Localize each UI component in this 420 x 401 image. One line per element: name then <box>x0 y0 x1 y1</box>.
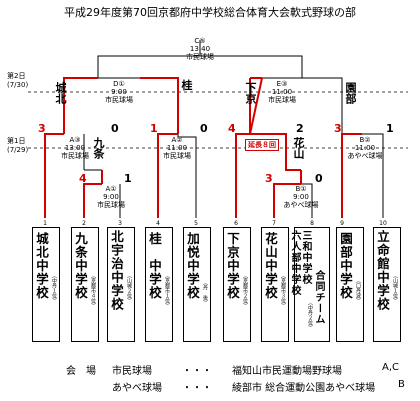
venue-short-2: あやべ球場 <box>112 383 162 394</box>
score-b-right: 2 <box>296 122 304 135</box>
winner-shimogyo: 下京 <box>244 82 257 104</box>
bracket-number: 4 <box>156 220 160 227</box>
score-b1-left: 3 <box>265 172 273 185</box>
team-box-kitauji: 北宇治中学校 （山城２位） <box>107 227 135 342</box>
bracket-number: 1 <box>43 220 47 227</box>
winner-jouhoku: 城北 <box>54 82 67 104</box>
venue-codes-1: A,C <box>382 362 400 373</box>
score-a1-right: 1 <box>124 172 132 185</box>
score-b1-right: 0 <box>315 172 323 185</box>
bracket-number: 2 <box>82 220 86 227</box>
winner-kazan: 花山 <box>292 137 305 159</box>
score-a3-right: 0 <box>111 122 119 135</box>
score-b2-left: 3 <box>334 122 342 135</box>
score-a2-left: 1 <box>150 122 158 135</box>
bracket-number: 5 <box>194 220 198 227</box>
score-a2-right: 0 <box>200 122 208 135</box>
bracket-number: 10 <box>379 220 387 227</box>
team-box-kujo: 九条中学校 （京都市４位） <box>71 227 99 342</box>
winner-sonobe: 園部 <box>344 82 357 104</box>
team-box-shimogyo: 下京中学校 （京都市２位） <box>223 227 251 342</box>
team-box-joint-team: 三和中学校 六人部中学校 合同チーム （中丹２位） <box>289 227 330 342</box>
venue-dots-1: ・・・ <box>182 366 212 377</box>
venue-short-1: 市民球場 <box>112 366 152 377</box>
bracket-number: 9 <box>340 220 344 227</box>
venue-dots-2: ・・・ <box>182 383 212 394</box>
venue-heading: 会 場 <box>66 366 96 377</box>
team-box-sonobe: 園部中学校 （口丹波） <box>336 227 364 342</box>
venue-full-1: 福知山市民運動場野球場 <box>232 366 342 377</box>
bracket-number: 8 <box>310 220 314 227</box>
venue-full-2: 綾部市 総合運動公園あやべ球場 <box>232 383 376 394</box>
score-b2-right: 1 <box>386 122 394 135</box>
day-2-label: 第2日(7/30) <box>7 72 29 89</box>
bracket-number: 3 <box>118 220 122 227</box>
page-title: 平成29年度第70回京都府中学校総合体育大会軟式野球の部 <box>64 6 356 19</box>
team-box-katsura: 桂 中学校 （京都市１位） <box>145 227 173 342</box>
venue-codes-2: B <box>398 379 405 390</box>
score-a1-left: 4 <box>79 172 87 185</box>
winner-kujo: 九条 <box>92 137 105 159</box>
bracket-number: 6 <box>234 220 238 227</box>
team-box-jouhoku: 城北中学校 （中丹１位） <box>32 227 60 342</box>
team-box-ritsumeikan: 立命館中学校 （山城１位） <box>373 227 401 342</box>
score-a3-left: 3 <box>38 122 46 135</box>
team-box-kaya: 加悦中学校 （丹 後） <box>183 227 211 342</box>
score-b-left: 4 <box>228 122 236 135</box>
day-1-label: 第1日(7/29) <box>7 137 29 154</box>
extra-inning-badge: 延長８回 <box>245 139 279 151</box>
bracket-number: 7 <box>272 220 276 227</box>
team-box-kazan: 花山中学校 （京都市３位） <box>261 227 289 342</box>
winner-katsura: 桂 <box>181 79 193 92</box>
